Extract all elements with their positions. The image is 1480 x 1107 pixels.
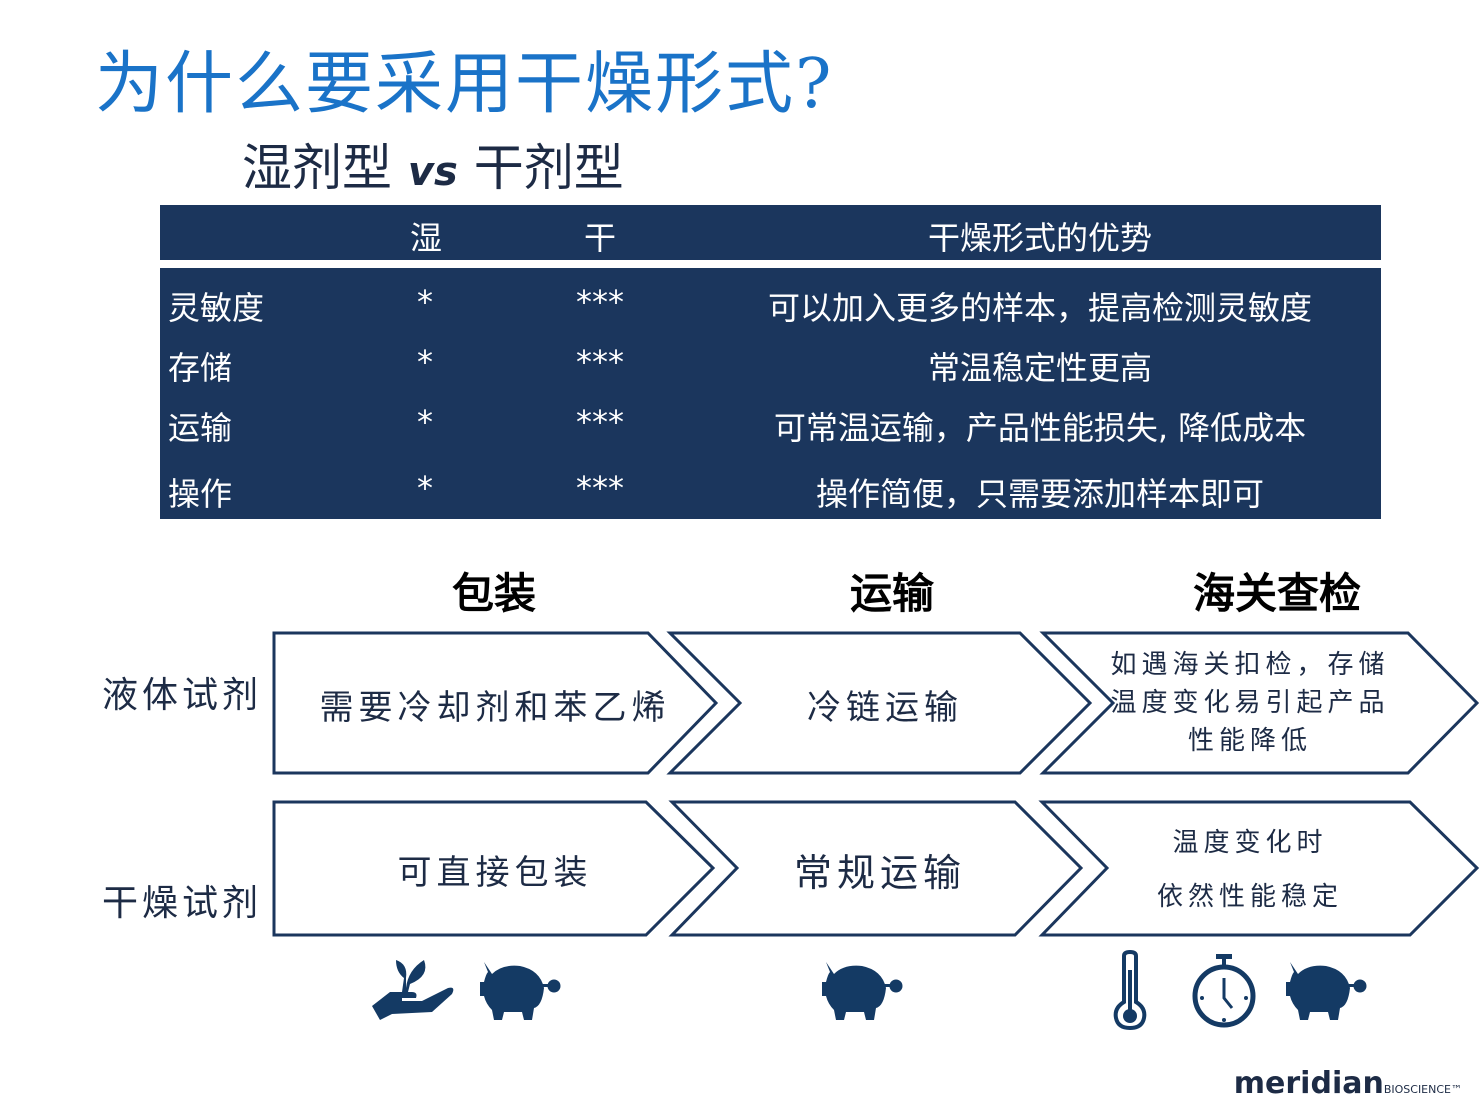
row-wet: * bbox=[417, 403, 433, 441]
piggy-bank-icon bbox=[480, 962, 561, 1020]
meridian-logo: meridianBIOSCIENCE™ bbox=[1234, 1066, 1462, 1101]
step-dry-packaging: 可直接包装 bbox=[397, 853, 593, 893]
row-label-liquid: 液体试剂 bbox=[102, 675, 263, 716]
step-liquid-packaging: 需要冷却剂和苯乙烯 bbox=[319, 688, 671, 728]
step-dry-customs-line2: 依然性能稳定 bbox=[1156, 882, 1343, 912]
chevron-dry-transport bbox=[668, 800, 1084, 937]
row-advantage: 可以加入更多的样本，提高检测灵敏度 bbox=[767, 289, 1312, 327]
step-dry-customs-line1: 温度变化时 bbox=[1172, 828, 1328, 858]
header-wet: 湿 bbox=[410, 219, 443, 257]
row-wet: * bbox=[417, 343, 433, 381]
stage-transport: 运输 bbox=[850, 569, 935, 618]
step-liquid-transport: 冷链运输 bbox=[807, 688, 963, 728]
stage-customs: 海关查检 bbox=[1193, 569, 1362, 618]
row-dry: *** bbox=[576, 283, 624, 321]
chevron-liquid-transport bbox=[666, 631, 1093, 775]
row-dry: *** bbox=[576, 469, 624, 507]
piggy-bank-icon bbox=[1286, 962, 1367, 1020]
row-name: 灵敏度 bbox=[168, 289, 265, 327]
header-dry: 干 bbox=[583, 219, 616, 257]
step-liquid-customs: 如遇海关扣检，存储温度变化易引起产品性能降低 bbox=[1110, 650, 1390, 756]
row-label-dry: 干燥试剂 bbox=[102, 883, 263, 924]
piggy-bank-icon bbox=[822, 962, 903, 1020]
row-dry: *** bbox=[576, 343, 624, 381]
row-wet: * bbox=[417, 469, 433, 507]
row-advantage: 操作简便，只需要添加样本即可 bbox=[815, 475, 1264, 513]
subtitle-wet: 湿剂型 bbox=[242, 139, 392, 197]
subtitle-dry: 干剂型 bbox=[473, 139, 624, 197]
chevron-liquid-packaging bbox=[272, 631, 719, 775]
logo-sub: BIOSCIENCE™ bbox=[1383, 1083, 1462, 1096]
thermometer-icon bbox=[1113, 950, 1147, 1031]
header-advantage: 干燥形式的优势 bbox=[927, 219, 1152, 257]
chevron-liquid-customs bbox=[1039, 631, 1480, 775]
subtitle-vs: vs bbox=[407, 149, 458, 195]
logo-main: meridian bbox=[1233, 1066, 1384, 1101]
row-wet: * bbox=[417, 283, 433, 321]
table-header: 湿 干 干燥形式的优势 bbox=[160, 205, 1381, 268]
row-name: 运输 bbox=[168, 409, 233, 447]
row-advantage: 常温稳定性更高 bbox=[927, 349, 1152, 387]
chevron-dry-packaging bbox=[272, 800, 716, 937]
row-name: 存储 bbox=[168, 349, 233, 387]
row-advantage: 可常温运输，产品性能损失, 降低成本 bbox=[773, 409, 1307, 447]
slide-title: 为什么要采用干燥形式? bbox=[95, 45, 834, 124]
stage-packaging: 包装 bbox=[452, 569, 537, 618]
row-dry: *** bbox=[576, 403, 624, 441]
slide-subtitle: 湿剂型 vs 干剂型 bbox=[242, 128, 624, 200]
comparison-table: 湿 干 干燥形式的优势 灵敏度 * *** 可以加入更多的样本，提高检测灵敏度 … bbox=[160, 205, 1381, 519]
chevron-dry-customs bbox=[1038, 800, 1480, 937]
row-name: 操作 bbox=[168, 475, 233, 513]
stopwatch-icon bbox=[1192, 954, 1256, 1028]
step-dry-transport: 常规运输 bbox=[793, 851, 966, 895]
hand-plant-icon bbox=[372, 960, 454, 1020]
